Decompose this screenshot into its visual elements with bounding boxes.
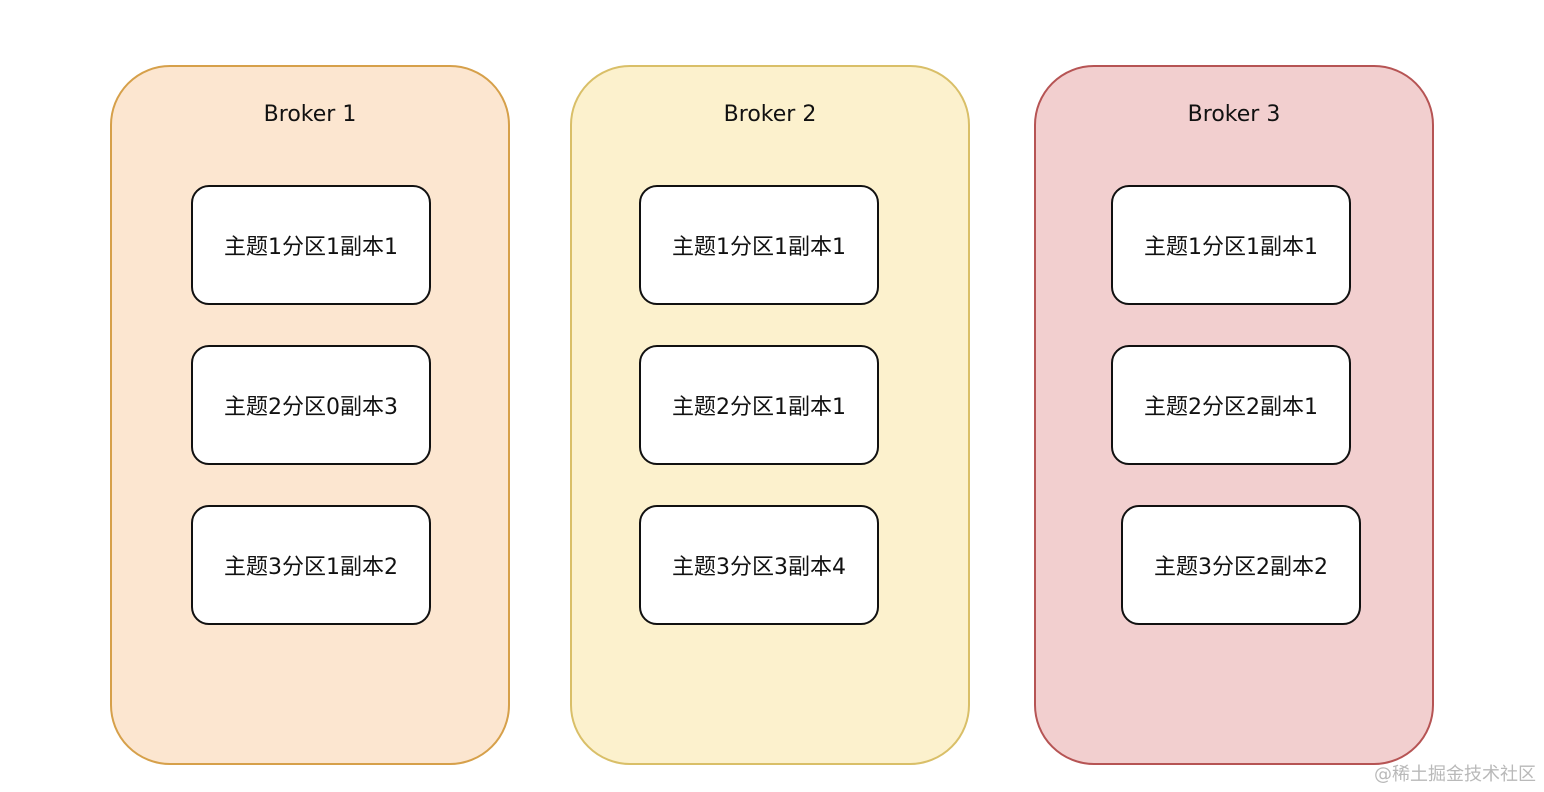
watermark: @稀土掘金技术社区 xyxy=(1374,764,1536,785)
broker-3-partition-1: 主题1分区1副本1 xyxy=(1111,185,1351,305)
broker-1-partition-1: 主题1分区1副本1 xyxy=(191,185,431,305)
broker-2-title: Broker 2 xyxy=(723,102,817,127)
broker-2-partition-1: 主题1分区1副本1 xyxy=(639,185,879,305)
broker-3-partition-3: 主题3分区2副本2 xyxy=(1121,505,1361,625)
broker-1-partition-3: 主题3分区1副本2 xyxy=(191,505,431,625)
broker-2-partition-3: 主题3分区3副本4 xyxy=(639,505,879,625)
broker-1-partition-2: 主题2分区0副本3 xyxy=(191,345,431,465)
broker-3-partition-2: 主题2分区2副本1 xyxy=(1111,345,1351,465)
broker-3-container: Broker 3 主题1分区1副本1 主题2分区2副本1 主题3分区2副本2 xyxy=(1034,65,1434,765)
broker-1-title: Broker 1 xyxy=(263,102,357,127)
broker-3-title: Broker 3 xyxy=(1187,102,1281,127)
broker-1-container: Broker 1 主题1分区1副本1 主题2分区0副本3 主题3分区1副本2 xyxy=(110,65,510,765)
broker-2-container: Broker 2 主题1分区1副本1 主题2分区1副本1 主题3分区3副本4 xyxy=(570,65,970,765)
broker-2-partition-2: 主题2分区1副本1 xyxy=(639,345,879,465)
